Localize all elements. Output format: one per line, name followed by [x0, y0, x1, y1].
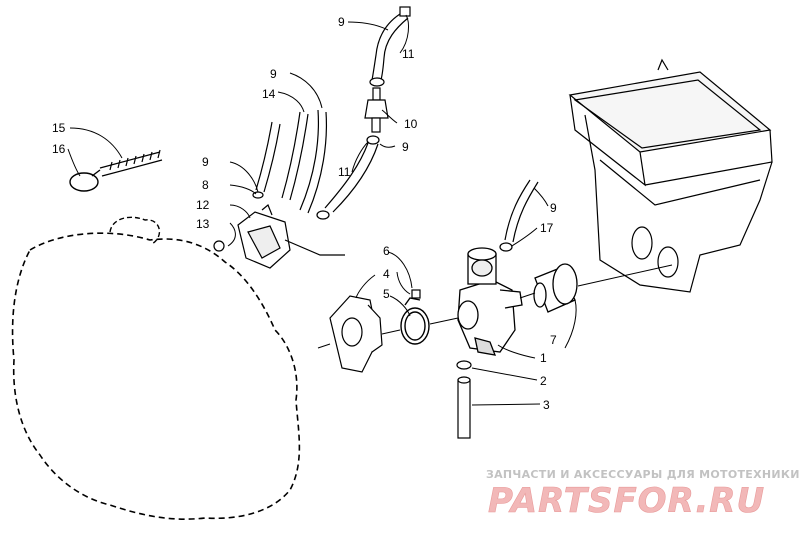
callout-3: 3	[543, 398, 550, 412]
intake-boot	[533, 263, 578, 313]
callout-8: 8	[202, 178, 209, 192]
watermark: ЗАПЧАСТИ И АКСЕССУАРЫ ДЛЯ МОТОТЕХНИКИ PA…	[486, 468, 800, 521]
assembly-center-line	[317, 264, 673, 349]
drain-tube	[457, 376, 471, 439]
watermark-logo: PARTSFOR.RU	[488, 481, 765, 521]
callout-12: 12	[196, 198, 210, 212]
callout-9-top: 9	[338, 15, 345, 29]
callout-9-left: 9	[202, 155, 209, 169]
callout-14: 14	[262, 87, 276, 101]
washer	[456, 360, 472, 370]
air-box	[568, 58, 773, 293]
carb-vent-hose	[504, 179, 539, 243]
callout-15: 15	[52, 121, 66, 135]
callout-11-top: 11	[402, 47, 415, 61]
fuel-hose-filter-to-pump	[316, 135, 380, 220]
spring	[99, 149, 163, 177]
engine-cylinder-head-outline	[109, 216, 161, 245]
callout-7: 7	[550, 333, 557, 347]
fuel-hose-top	[369, 6, 411, 87]
callout-labels: 9 11 10 11 9 9 14 9 8 12 13 15 16 6 4 5 …	[52, 15, 557, 412]
callout-1: 1	[540, 351, 547, 365]
callout-16: 16	[52, 142, 66, 156]
fuel-hose-pump-outlet	[299, 109, 327, 214]
clamp-screw	[411, 289, 421, 299]
vacuum-hose	[255, 121, 281, 193]
fuel-pump	[237, 204, 345, 269]
clamp	[69, 169, 101, 192]
carburetor	[457, 247, 523, 356]
callout-9-pump: 9	[270, 67, 277, 81]
leader-lines	[67, 14, 577, 406]
watermark-tagline: ЗАПЧАСТИ И АКСЕССУАРЫ ДЛЯ МОТОТЕХНИКИ	[486, 468, 800, 481]
impulse-hose	[281, 111, 309, 201]
flange-clamp	[400, 297, 430, 345]
intake-flange	[329, 295, 383, 373]
engine-outline	[11, 232, 301, 520]
fuel-filter	[364, 87, 389, 133]
carb-fitting	[499, 242, 513, 252]
callout-17: 17	[540, 221, 554, 235]
callout-4: 4	[383, 267, 390, 281]
callout-2: 2	[540, 374, 547, 388]
callout-11-mid: 11	[338, 165, 351, 179]
callout-9-mid: 9	[402, 140, 409, 154]
callout-5: 5	[383, 287, 390, 301]
callout-9-right: 9	[550, 201, 557, 215]
callout-6: 6	[383, 244, 390, 258]
callout-13: 13	[196, 217, 210, 231]
callout-10: 10	[404, 117, 418, 131]
pump-fitting	[213, 240, 225, 252]
